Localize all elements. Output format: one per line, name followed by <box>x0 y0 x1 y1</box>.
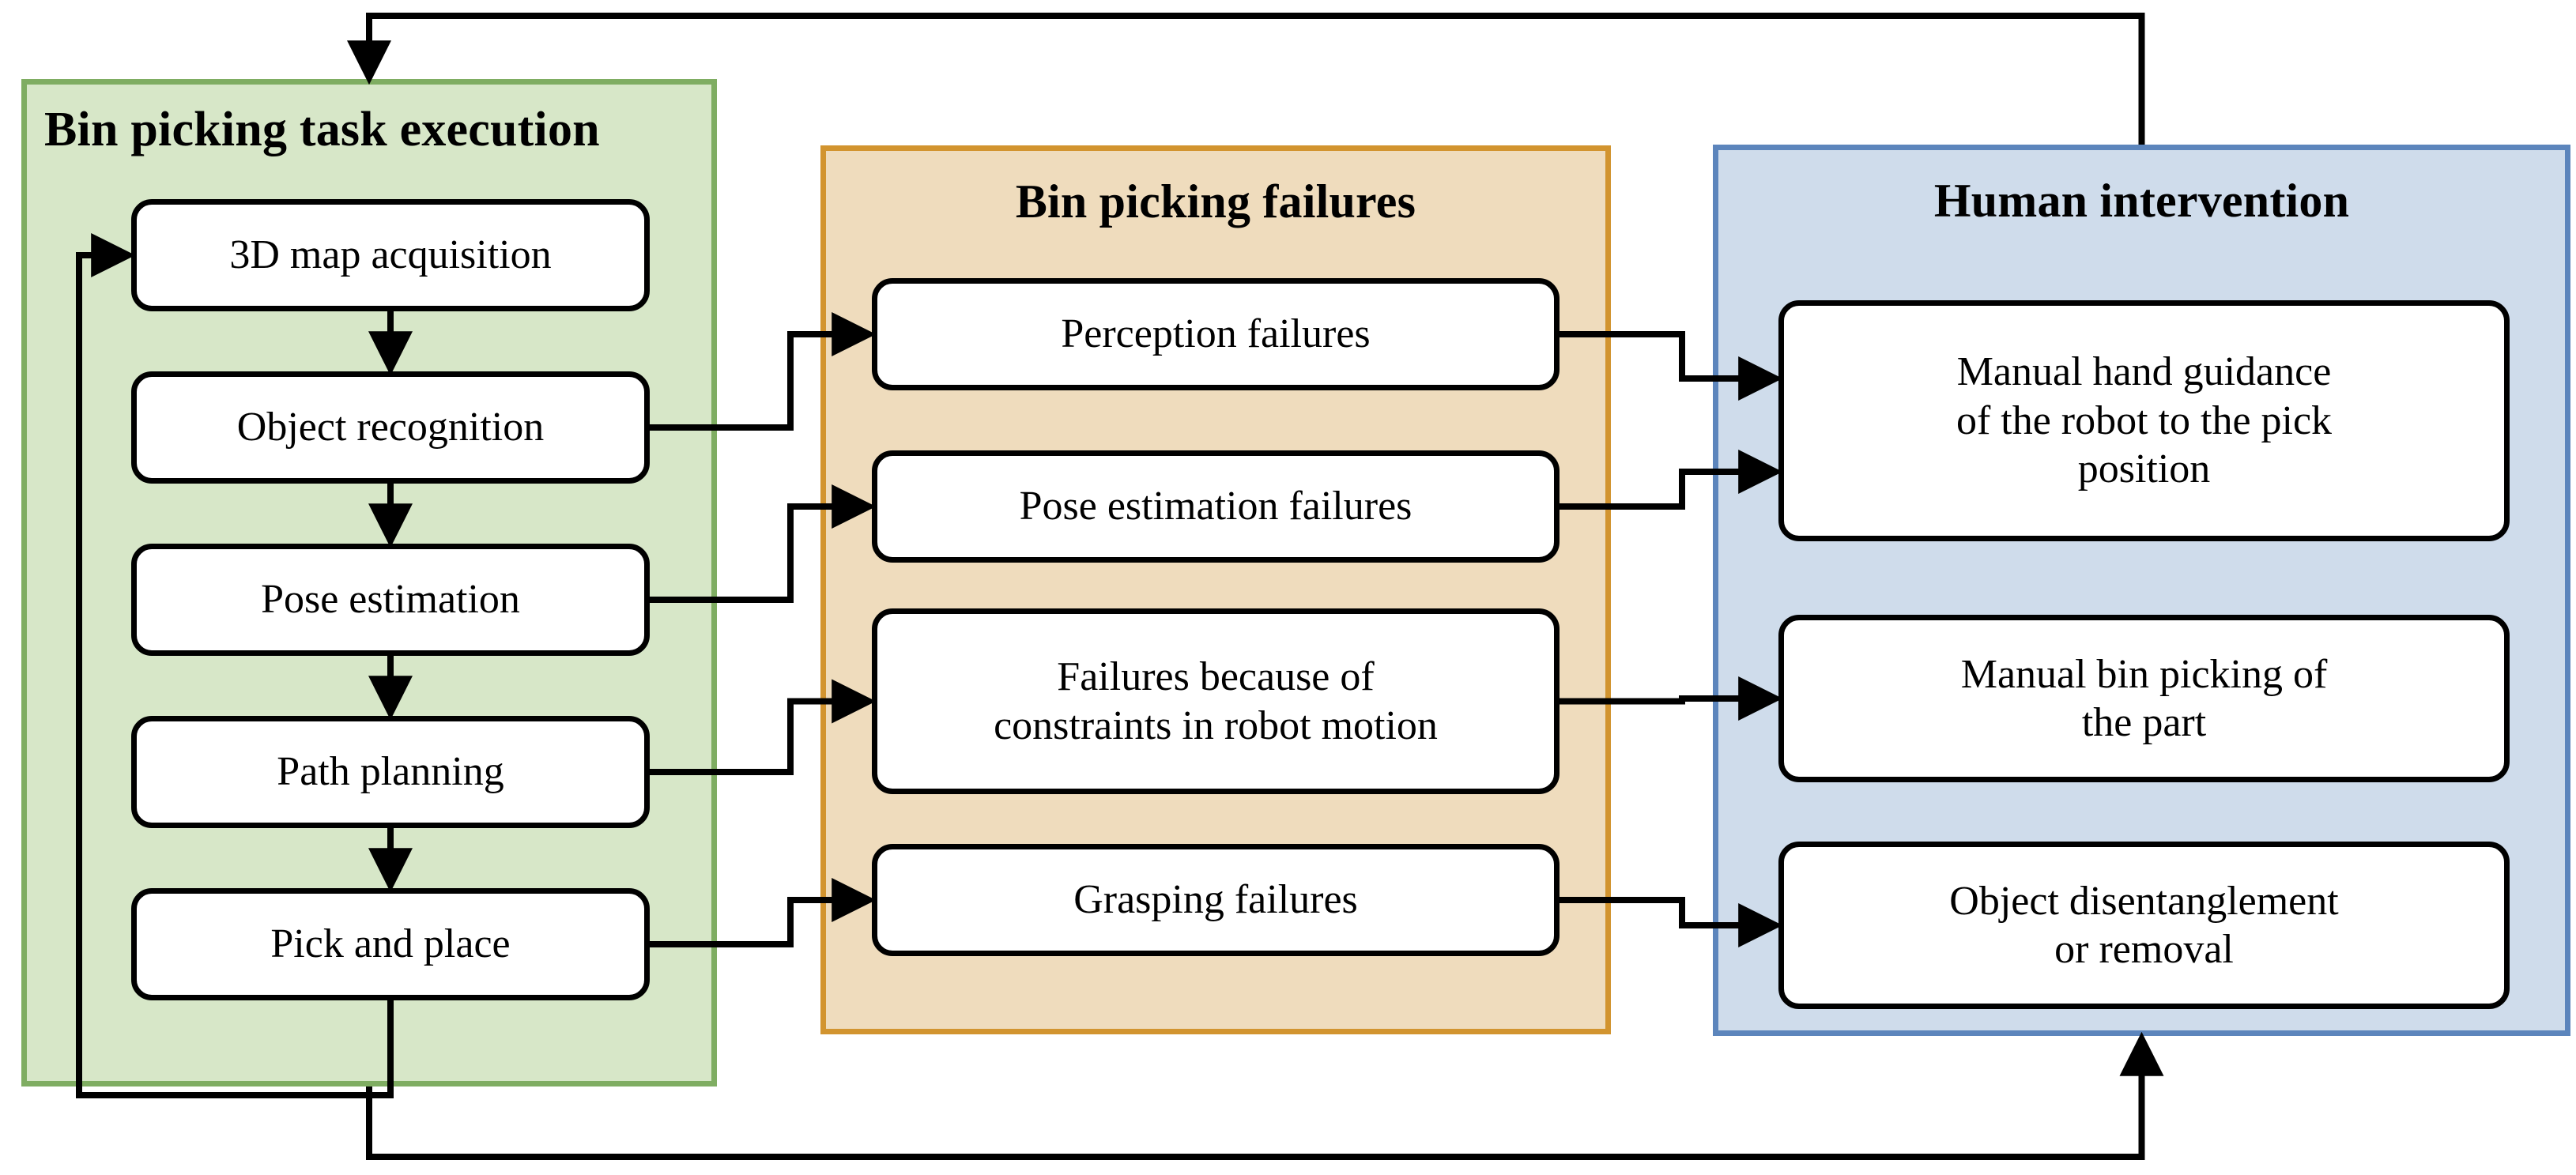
perc-to-handguide <box>1560 331 1783 401</box>
execution-to-intervention-feedback <box>366 1031 2164 1160</box>
intervention-to-execution-return <box>347 13 2145 145</box>
node-3d-map-acquisition[interactable]: 3D map acquisition <box>131 199 650 311</box>
pick-to-grasp <box>650 878 877 947</box>
node-path-planning[interactable]: Path planning <box>131 716 650 828</box>
node-pick-and-place[interactable]: Pick and place <box>131 888 650 1000</box>
panel-title-intervention: Human intervention <box>1933 175 2350 227</box>
constraints-to-manualpick <box>1560 676 1783 721</box>
path-to-constraints <box>650 679 877 775</box>
node-grasping-failures[interactable]: Grasping failures <box>872 844 1560 956</box>
panel-title-execution: Bin picking task execution <box>44 103 600 156</box>
node-pose-estimation-failures[interactable]: Pose estimation failures <box>872 450 1560 563</box>
node-perception-failures[interactable]: Perception failures <box>872 278 1560 390</box>
node-pose-estimation[interactable]: Pose estimation <box>131 544 650 656</box>
recog-to-perc <box>650 312 877 431</box>
node-object-recognition[interactable]: Object recognition <box>131 371 650 484</box>
grasp-to-disentangle <box>1560 897 1783 947</box>
panel-title-failures: Bin picking failures <box>1015 175 1416 228</box>
pose-to-poseest <box>650 484 877 603</box>
pick-loop-to-map <box>76 233 394 1098</box>
poseest-to-handguide <box>1560 450 1783 510</box>
